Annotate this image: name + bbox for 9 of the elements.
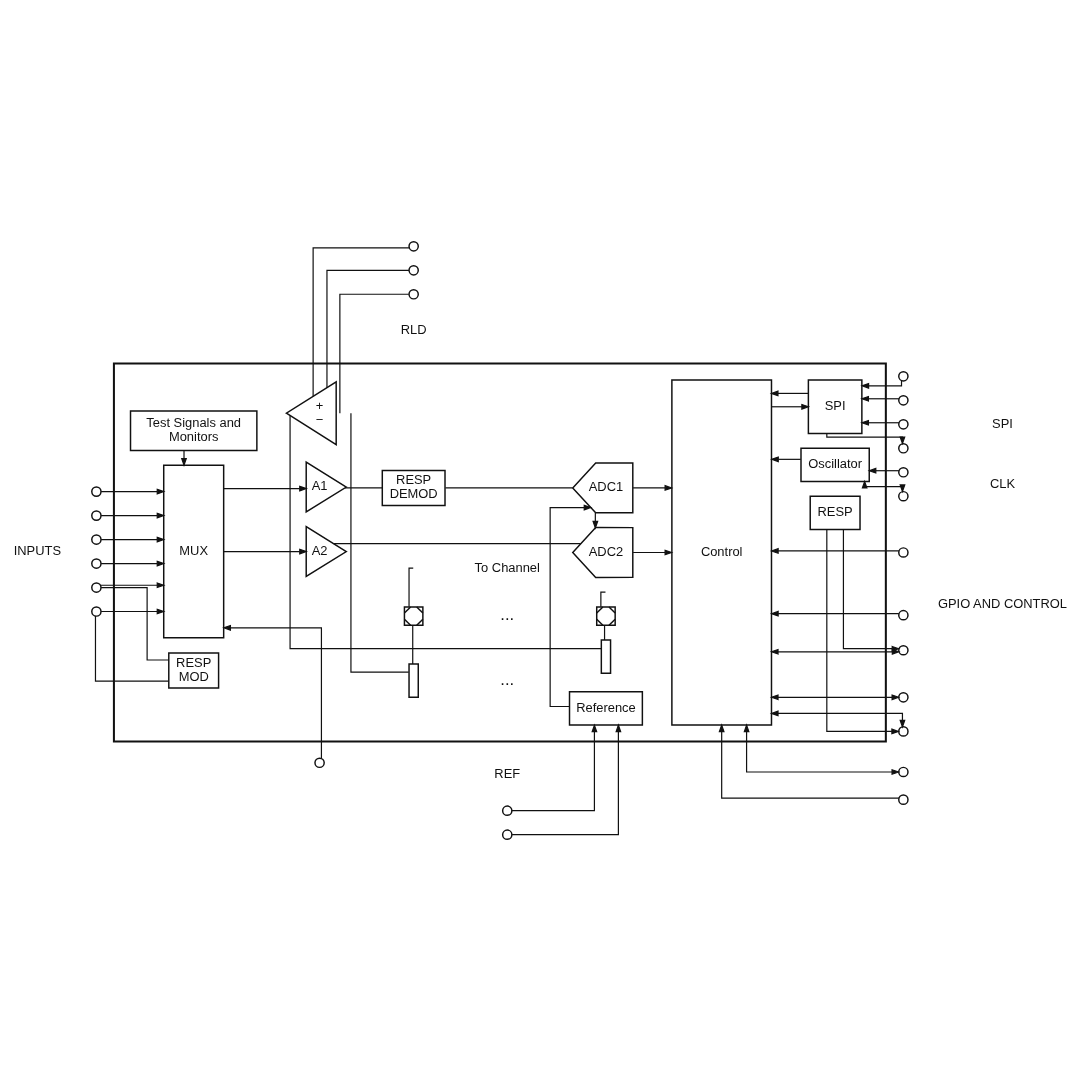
label: GPIO AND CONTROL [937,595,1068,611]
label: SPI [992,415,1013,431]
label: ... [500,669,515,689]
label: ... [500,604,515,624]
label: To Channel [474,559,540,575]
label: REF [494,765,521,781]
label: CLK [989,475,1016,491]
label: INPUTS [13,542,62,558]
label: RLD [400,321,427,337]
